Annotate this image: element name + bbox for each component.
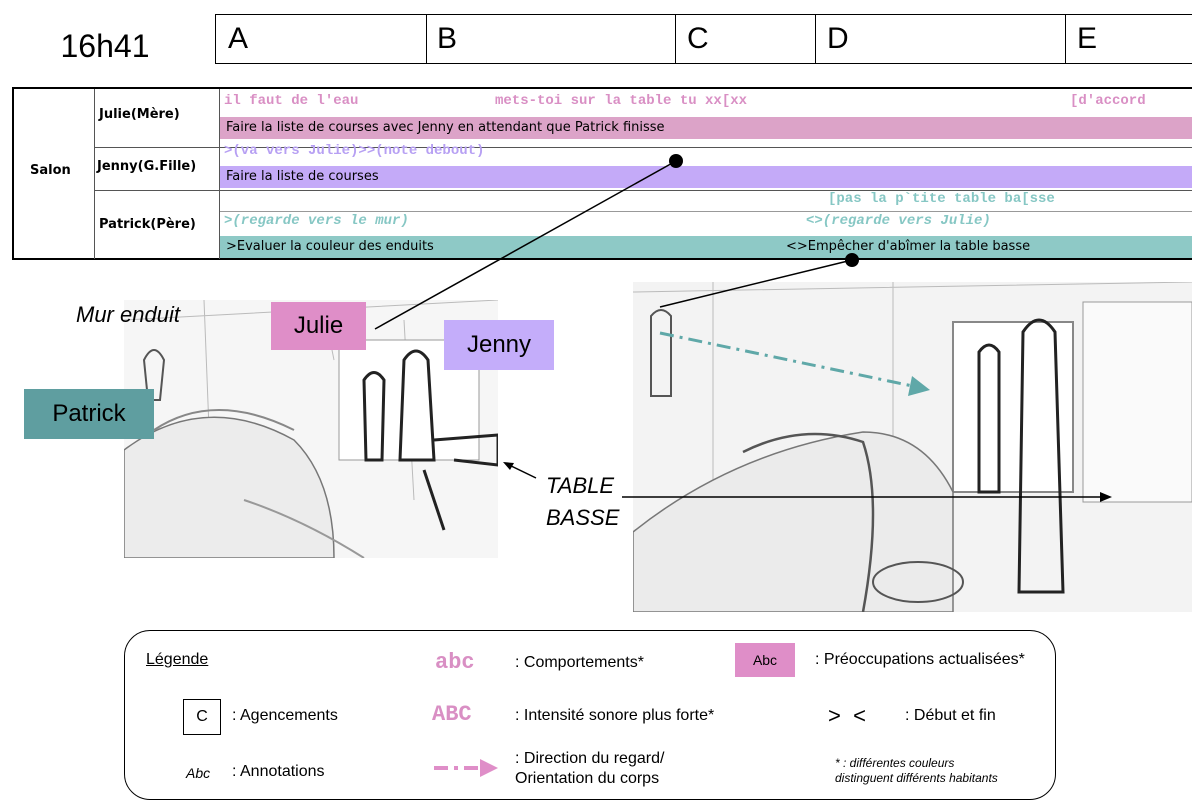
legend-startend-label: : Début et fin [905,707,996,724]
legend-loud-label: : Intensité sonore plus forte* [515,707,715,724]
segment-b: B [425,14,676,64]
legend-arrangement-label: : Agencements [232,707,338,724]
segment-c: C [675,14,816,64]
person-julie: Julie(Mère) [99,107,180,122]
legend-behavior-sample: abc [435,650,475,675]
connector-dot [669,154,683,168]
annotation-mur-enduit: Mur enduit [76,302,180,327]
legend-note-line2: distinguent différents habitants [835,771,998,785]
jenny-behavior: >(va vers Julie)>>(note debout) [224,143,485,159]
person-jenny: Jenny(G.Fille) [97,159,197,174]
julie-behavior: [d'accord [1070,93,1146,109]
legend-startend-sample: > < [828,703,866,728]
connector-line-patrick [659,259,853,308]
legend-gaze-arrow-icon [434,759,498,777]
jenny-concern-bar: Faire la liste de courses [220,166,1192,188]
legend-gaze-label: : Direction du regard/ Orientation du co… [515,749,664,789]
tag-julie: Julie [271,302,366,350]
julie-behavior: mets-toi sur la table tu xx[xx [495,93,748,109]
gaze-arrow-head [908,376,930,396]
tag-patrick: Patrick [24,389,154,439]
patrick-behavior: <>(regarde vers Julie) [806,213,991,229]
legend-note-line1: * : différentes couleurs [835,756,955,770]
place-label: Salon [30,163,71,178]
legend-gaze-line1: : Direction du regard/ [515,750,665,767]
segment-a: A [215,14,427,64]
patrick-concern-bar: >Evaluer la couleur des enduits <>Empêch… [220,236,1192,258]
row-subline [220,211,1192,212]
segment-a-label: A [228,22,249,55]
person-patrick: Patrick(Père) [99,217,196,232]
julie-behavior: il faut de l'eau [224,93,359,109]
legend-loud-sample: ABC [432,702,472,727]
segment-e: E [1065,14,1192,64]
annotation-table-line2: BASSE [546,505,620,530]
table-divider [94,89,95,259]
transcript-table [12,87,1192,260]
patrick-concern-a: >Evaluer la couleur des enduits [226,239,434,254]
legend-title: Légende [146,651,209,668]
table-pointer-head-right [1100,492,1112,502]
legend-concern-sample: Abc [735,643,795,677]
segment-c-label: C [687,22,709,55]
gaze-arrow-line [659,331,923,390]
legend-arrangement-sample: C [183,699,221,735]
legend-gaze-line2: Orientation du corps [515,770,660,787]
segment-d: D [815,14,1066,64]
legend-annotation-sample: Abc [186,765,211,781]
annotation-table-line1: TABLE [546,473,615,498]
segment-e-label: E [1077,22,1098,55]
row-separator [94,190,1192,191]
table-pointer-head [503,462,514,470]
connector-dot [845,253,859,267]
tag-jenny: Jenny [444,320,554,370]
patrick-behavior: >(regarde vers le mur) [224,213,409,229]
annotation-table-basse: TABLE BASSE [546,470,619,534]
legend-note: * : différentes couleurs distinguent dif… [835,756,998,786]
segment-d-label: D [827,22,849,55]
patrick-concern-b: <>Empêcher d'abîmer la table basse [786,239,1031,254]
legend-annotation-label: : Annotations [232,763,325,780]
connector-line-jenny [374,160,677,330]
time-label: 16h41 [60,28,150,64]
legend-concern-label: : Préoccupations actualisées* [815,651,1025,668]
right-photo-sketch [633,282,1192,612]
segment-b-label: B [437,22,458,55]
table-divider [219,89,220,259]
row-separator [94,147,1192,148]
legend-behavior-label: : Comportements* [515,654,644,671]
julie-concern-bar: Faire la liste de courses avec Jenny en … [220,117,1192,139]
right-photo [633,282,1192,612]
patrick-behavior: [pas la p`tite table ba[sse [828,191,1055,207]
